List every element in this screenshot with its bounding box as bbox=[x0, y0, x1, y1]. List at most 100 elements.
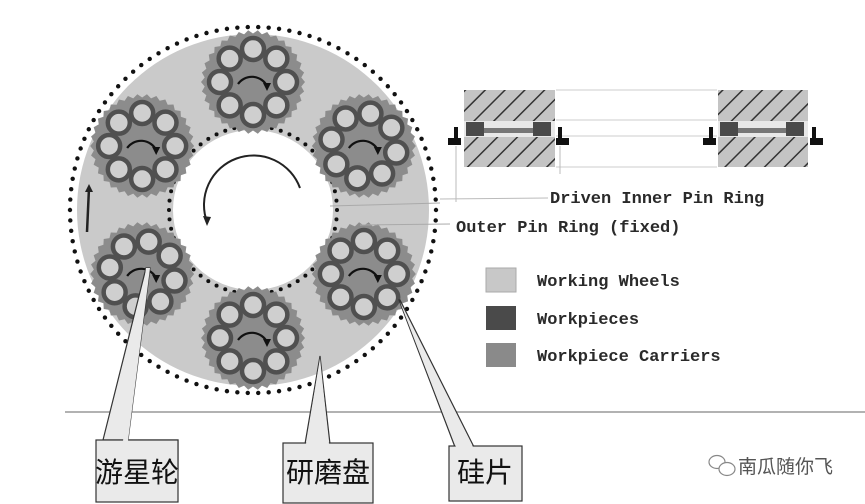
workpiece bbox=[135, 228, 162, 255]
workpiece bbox=[350, 293, 378, 321]
carrier-rotation-arrow bbox=[347, 267, 379, 279]
outer-pin bbox=[326, 41, 332, 46]
callout-lapping-plate: 研磨盘 bbox=[282, 355, 374, 504]
legend: Working Wheels Workpieces Workpiece Carr… bbox=[485, 267, 721, 367]
carrier bbox=[311, 222, 416, 326]
outer-pin bbox=[297, 384, 302, 390]
carrier bbox=[201, 30, 305, 134]
center-rotation-arrow bbox=[202, 154, 301, 223]
callout-label: 研磨盘 bbox=[286, 456, 370, 489]
outer-pin bbox=[398, 100, 404, 105]
outer-pin bbox=[224, 388, 230, 394]
outer-pin bbox=[86, 127, 91, 132]
outer-pin bbox=[245, 390, 250, 396]
inner-pin bbox=[214, 283, 219, 288]
workpiece bbox=[96, 254, 124, 281]
workpiece bbox=[378, 114, 405, 142]
outer-pin bbox=[194, 381, 199, 387]
callout-carrier: 游星轮 bbox=[95, 267, 179, 503]
workpiece bbox=[344, 165, 371, 192]
outer-pin bbox=[245, 24, 250, 30]
outer-pin bbox=[419, 279, 424, 284]
arrow-head-icon bbox=[263, 339, 271, 347]
workpiece bbox=[152, 109, 179, 136]
carrier-rotation-arrow bbox=[237, 331, 268, 343]
workpiece bbox=[128, 165, 156, 193]
outer-pin bbox=[431, 176, 436, 181]
workpiece-carriers bbox=[90, 30, 416, 390]
workpiece bbox=[239, 291, 267, 319]
workpiece bbox=[105, 156, 133, 183]
outer-pin bbox=[370, 69, 376, 74]
inner-pin bbox=[332, 189, 337, 194]
workpiece bbox=[239, 35, 267, 63]
outer-pin bbox=[67, 207, 73, 213]
outer-pin bbox=[307, 33, 312, 39]
outer-pin bbox=[147, 56, 152, 62]
inner-pin bbox=[191, 148, 196, 153]
outer-pin bbox=[392, 323, 397, 329]
outer-pin bbox=[96, 306, 102, 312]
outer-pin bbox=[266, 390, 271, 395]
outer-pin bbox=[410, 117, 415, 123]
outer-pin bbox=[70, 239, 75, 244]
callout-label: 游星轮 bbox=[95, 456, 179, 489]
workpiece bbox=[216, 348, 243, 375]
legend-label: Working Wheels bbox=[537, 273, 680, 292]
legend-swatch-medium bbox=[486, 343, 516, 367]
watermark: 南瓜随你飞 bbox=[708, 454, 833, 478]
outer-pin bbox=[336, 45, 341, 51]
outer-pin bbox=[156, 364, 161, 369]
outer-pin bbox=[184, 37, 189, 42]
workpiece bbox=[272, 324, 300, 352]
workpiece bbox=[152, 156, 179, 183]
outer-pin bbox=[287, 28, 292, 33]
inner-pin bbox=[303, 273, 308, 278]
legend-swatch-dark bbox=[486, 306, 516, 330]
outer-pin bbox=[96, 108, 102, 114]
outer-pin bbox=[115, 331, 121, 336]
outer-pin bbox=[423, 269, 428, 274]
outer-pin bbox=[276, 388, 282, 394]
outer-pin bbox=[362, 62, 367, 68]
outer-pin bbox=[214, 28, 219, 33]
workpiece bbox=[101, 278, 128, 306]
outer-pin bbox=[86, 288, 91, 293]
outer-pin bbox=[385, 84, 391, 89]
outer-pin bbox=[109, 323, 114, 329]
watermark-text: 南瓜随你飞 bbox=[738, 456, 833, 478]
lapping-plate bbox=[67, 24, 451, 396]
outer-pin bbox=[194, 33, 199, 39]
inner-pin bbox=[295, 279, 300, 284]
carrier-rotation-arrow bbox=[347, 139, 379, 151]
outer-pin bbox=[354, 56, 359, 62]
inner-pin bbox=[303, 142, 308, 147]
legend-label: Workpieces bbox=[537, 311, 639, 330]
outer-pin bbox=[72, 166, 77, 171]
outer-pin bbox=[429, 249, 434, 254]
outer-pin-ring-label: Outer Pin Ring (fixed) bbox=[456, 219, 680, 238]
outer-pin bbox=[385, 331, 391, 336]
outer-pin bbox=[423, 146, 428, 151]
outer-pin bbox=[276, 26, 282, 32]
outer-pin bbox=[415, 127, 420, 132]
carrier bbox=[90, 94, 195, 198]
inner-pin bbox=[332, 226, 337, 231]
outer-pin bbox=[433, 207, 439, 213]
workpiece bbox=[206, 68, 234, 96]
inner-pin bbox=[278, 287, 283, 292]
driven-inner-pin-ring-label: Driven Inner Pin Ring bbox=[550, 190, 764, 209]
arrow-head-icon bbox=[85, 184, 93, 192]
arrow-head-icon bbox=[373, 147, 382, 155]
outer-pin bbox=[82, 136, 87, 141]
workpiece bbox=[373, 284, 401, 311]
callout-label: 硅片 bbox=[457, 456, 513, 489]
arrow-head-icon bbox=[373, 275, 382, 283]
carrier bbox=[201, 286, 305, 390]
outer-pin bbox=[174, 41, 180, 46]
workpiece bbox=[239, 357, 267, 385]
workpiece bbox=[263, 92, 290, 119]
outer-pin bbox=[75, 156, 80, 161]
inner-pin bbox=[310, 148, 315, 153]
